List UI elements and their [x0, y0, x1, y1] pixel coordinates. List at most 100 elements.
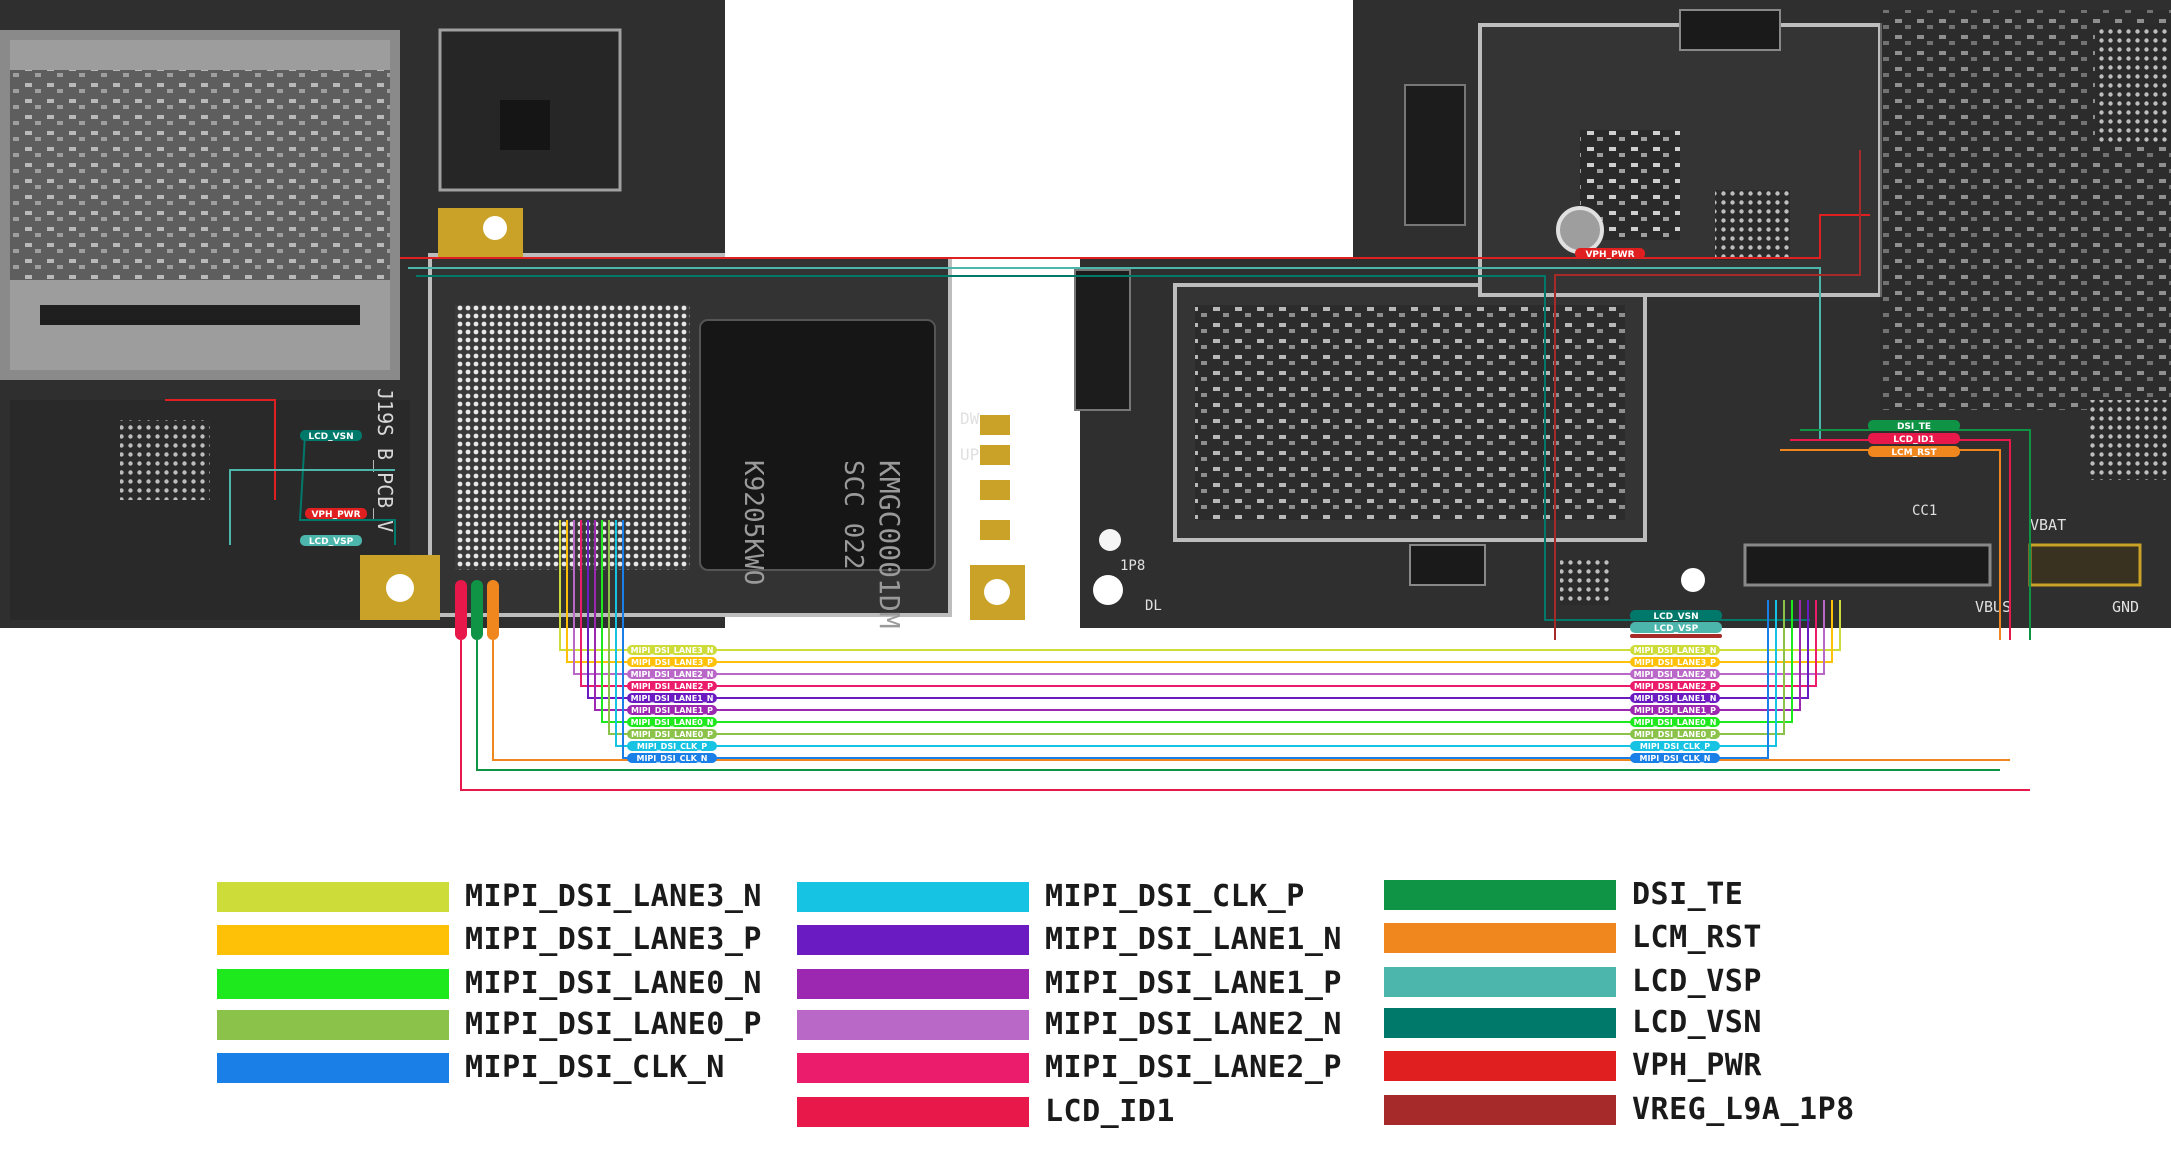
- mipi-trace: [587, 520, 1809, 699]
- soc-probes: [455, 580, 499, 640]
- legend-label: MIPI_DSI_LANE0_N: [465, 966, 762, 1001]
- legend-label: MIPI_DSI_LANE1_P: [1045, 966, 1342, 1001]
- legend-label: MIPI_DSI_LANE3_P: [465, 922, 762, 957]
- mipi-tag-left: [627, 645, 717, 655]
- mipi-tag-label: MIPI_DSI_CLK_P: [1640, 742, 1710, 751]
- mipi-tag-label: MIPI_DSI_LANE2_N: [1634, 670, 1717, 679]
- legend-swatch: [1384, 1008, 1616, 1038]
- legend-swatch: [217, 1010, 449, 1040]
- board-label-lcd-id1-right: LCD_ID1: [1893, 435, 1934, 445]
- legend-label: VPH_PWR: [1632, 1048, 1762, 1083]
- silk-gnd: GND: [2112, 598, 2139, 616]
- mipi-tag-label: MIPI_DSI_LANE1_P: [631, 706, 713, 715]
- silk-cc1: CC1: [1912, 503, 1937, 519]
- mipi-tag-label: MIPI_DSI_CLK_N: [636, 754, 707, 763]
- board-label-lcd-vsp-right: LCD_VSP: [1654, 624, 1699, 634]
- silk-pcb: B_PCB_V: [373, 448, 397, 532]
- mipi-tag-right: [1630, 705, 1720, 715]
- mipi-tag-left: [627, 657, 717, 667]
- mipi-trace: [608, 520, 1785, 735]
- pad-label-dw: DW: [960, 409, 980, 428]
- legend-label: MIPI_DSI_LANE1_N: [1045, 922, 1342, 957]
- board-label-lcd-vsp-left: LCD_VSP: [309, 537, 354, 547]
- soc-bga: [455, 305, 690, 570]
- mipi-tag-left: [627, 717, 717, 727]
- mipi-tag-label: MIPI_DSI_LANE3_N: [1634, 646, 1717, 655]
- left-board: KMGC0001DM SCC 022 K9205KWO DW UP J19S B…: [0, 0, 1025, 629]
- legend-swatch: [217, 1053, 449, 1083]
- control-trace: [476, 640, 2000, 771]
- mipi-trace: [594, 520, 1801, 711]
- board-label-vph-pwr-right: VPH_PWR: [1585, 250, 1634, 260]
- mipi-tag-label: MIPI_DSI_LANE3_N: [631, 646, 714, 655]
- board-label-lcd-vsn-left: LCD_VSN: [308, 432, 353, 442]
- legend-swatch: [217, 882, 449, 912]
- mipi-tag-right: [1630, 669, 1720, 679]
- silk-dl: DL: [1145, 598, 1162, 614]
- legend-label: VREG_L9A_1P8: [1632, 1092, 1855, 1127]
- legend-swatch: [217, 925, 449, 955]
- silk-vbat: VBAT: [2030, 516, 2066, 534]
- mipi-trace: [566, 520, 1833, 663]
- mipi-tag-left: [627, 681, 717, 691]
- mipi-tag-left: [627, 669, 717, 679]
- board-label-lcm-rst-right: LCM_RST: [1891, 448, 1937, 458]
- legend-label: LCD_ID1: [1045, 1094, 1175, 1129]
- legend-label: MIPI_DSI_CLK_P: [1045, 879, 1305, 914]
- mipi-tag-right: [1630, 729, 1720, 739]
- legend-swatch: [797, 1010, 1029, 1040]
- mipi-tag-label: MIPI_DSI_LANE0_P: [1634, 730, 1716, 739]
- legend-swatch: [797, 882, 1029, 912]
- legend-swatch: [797, 969, 1029, 999]
- legend-swatch: [797, 1053, 1029, 1083]
- mipi-tag-left: [627, 753, 717, 763]
- board-label-dsi-te-right: DSI_TE: [1897, 422, 1931, 432]
- control-trace: [460, 640, 2030, 791]
- pad-label-up: UP: [960, 445, 979, 464]
- board-cutout: [725, 0, 1353, 258]
- mipi-trace: [622, 520, 1769, 759]
- legend-swatch: [1384, 880, 1616, 910]
- mipi-tag-label: MIPI_DSI_CLK_P: [637, 742, 707, 751]
- mipi-tag-left: [627, 705, 717, 715]
- legend-label: MIPI_DSI_LANE0_P: [465, 1007, 762, 1042]
- mipi-tag-right: [1630, 693, 1720, 703]
- mipi-tag-label: MIPI_DSI_LANE0_N: [1634, 718, 1717, 727]
- mipi-tag-left: [627, 741, 717, 751]
- board-net-labels: LCD_VSN VPH_PWR LCD_VSP VPH_PWR DSI_TE L…: [300, 248, 1960, 638]
- mipi-tag-right: [1630, 717, 1720, 727]
- legend-swatch: [1384, 967, 1616, 997]
- mipi-tag-label: MIPI_DSI_LANE3_P: [631, 658, 713, 667]
- silk-j19s: J19S: [373, 388, 397, 436]
- legend-label: DSI_TE: [1632, 877, 1744, 912]
- legend-label: MIPI_DSI_LANE2_P: [1045, 1050, 1342, 1085]
- mipi-tag-label: MIPI_DSI_LANE2_N: [631, 670, 714, 679]
- legend-label: MIPI_DSI_CLK_N: [465, 1050, 725, 1085]
- mipi-tag-label: MIPI_DSI_LANE1_N: [1634, 694, 1717, 703]
- mipi-tag-right: [1630, 657, 1720, 667]
- mipi-tag-left: [627, 693, 717, 703]
- legend-label: LCD_VSP: [1632, 964, 1762, 999]
- legend-swatch: [217, 969, 449, 999]
- legend-swatch: [1384, 1051, 1616, 1081]
- legend-label: MIPI_DSI_LANE2_N: [1045, 1007, 1342, 1042]
- mipi-tag-right: [1630, 645, 1720, 655]
- mipi-tag-label: MIPI_DSI_LANE2_P: [631, 682, 713, 691]
- mipi-tag-label: MIPI_DSI_LANE1_N: [631, 694, 714, 703]
- silk-1p8: 1P8: [1120, 558, 1145, 574]
- memory-chip: [699, 319, 936, 571]
- mipi-tag-right: [1630, 741, 1720, 751]
- chip-marking-2: SCC 022: [838, 460, 868, 570]
- mipi-tag-label: MIPI_DSI_LANE3_P: [1634, 658, 1716, 667]
- board-label-vreg-right: [1630, 634, 1722, 638]
- mipi-trace: [615, 520, 1777, 747]
- mipi-tag-label: MIPI_DSI_LANE0_P: [631, 730, 713, 739]
- legend-swatch: [1384, 923, 1616, 953]
- mipi-trace: [601, 520, 1793, 723]
- mipi-trace: [559, 520, 1841, 651]
- legend-swatch: [797, 1097, 1029, 1127]
- mipi-tag-label: MIPI_DSI_LANE1_P: [1634, 706, 1716, 715]
- mipi-tag-left: [627, 729, 717, 739]
- mipi-tag-right: [1630, 753, 1720, 763]
- mipi-tag-label: MIPI_DSI_CLK_N: [1639, 754, 1710, 763]
